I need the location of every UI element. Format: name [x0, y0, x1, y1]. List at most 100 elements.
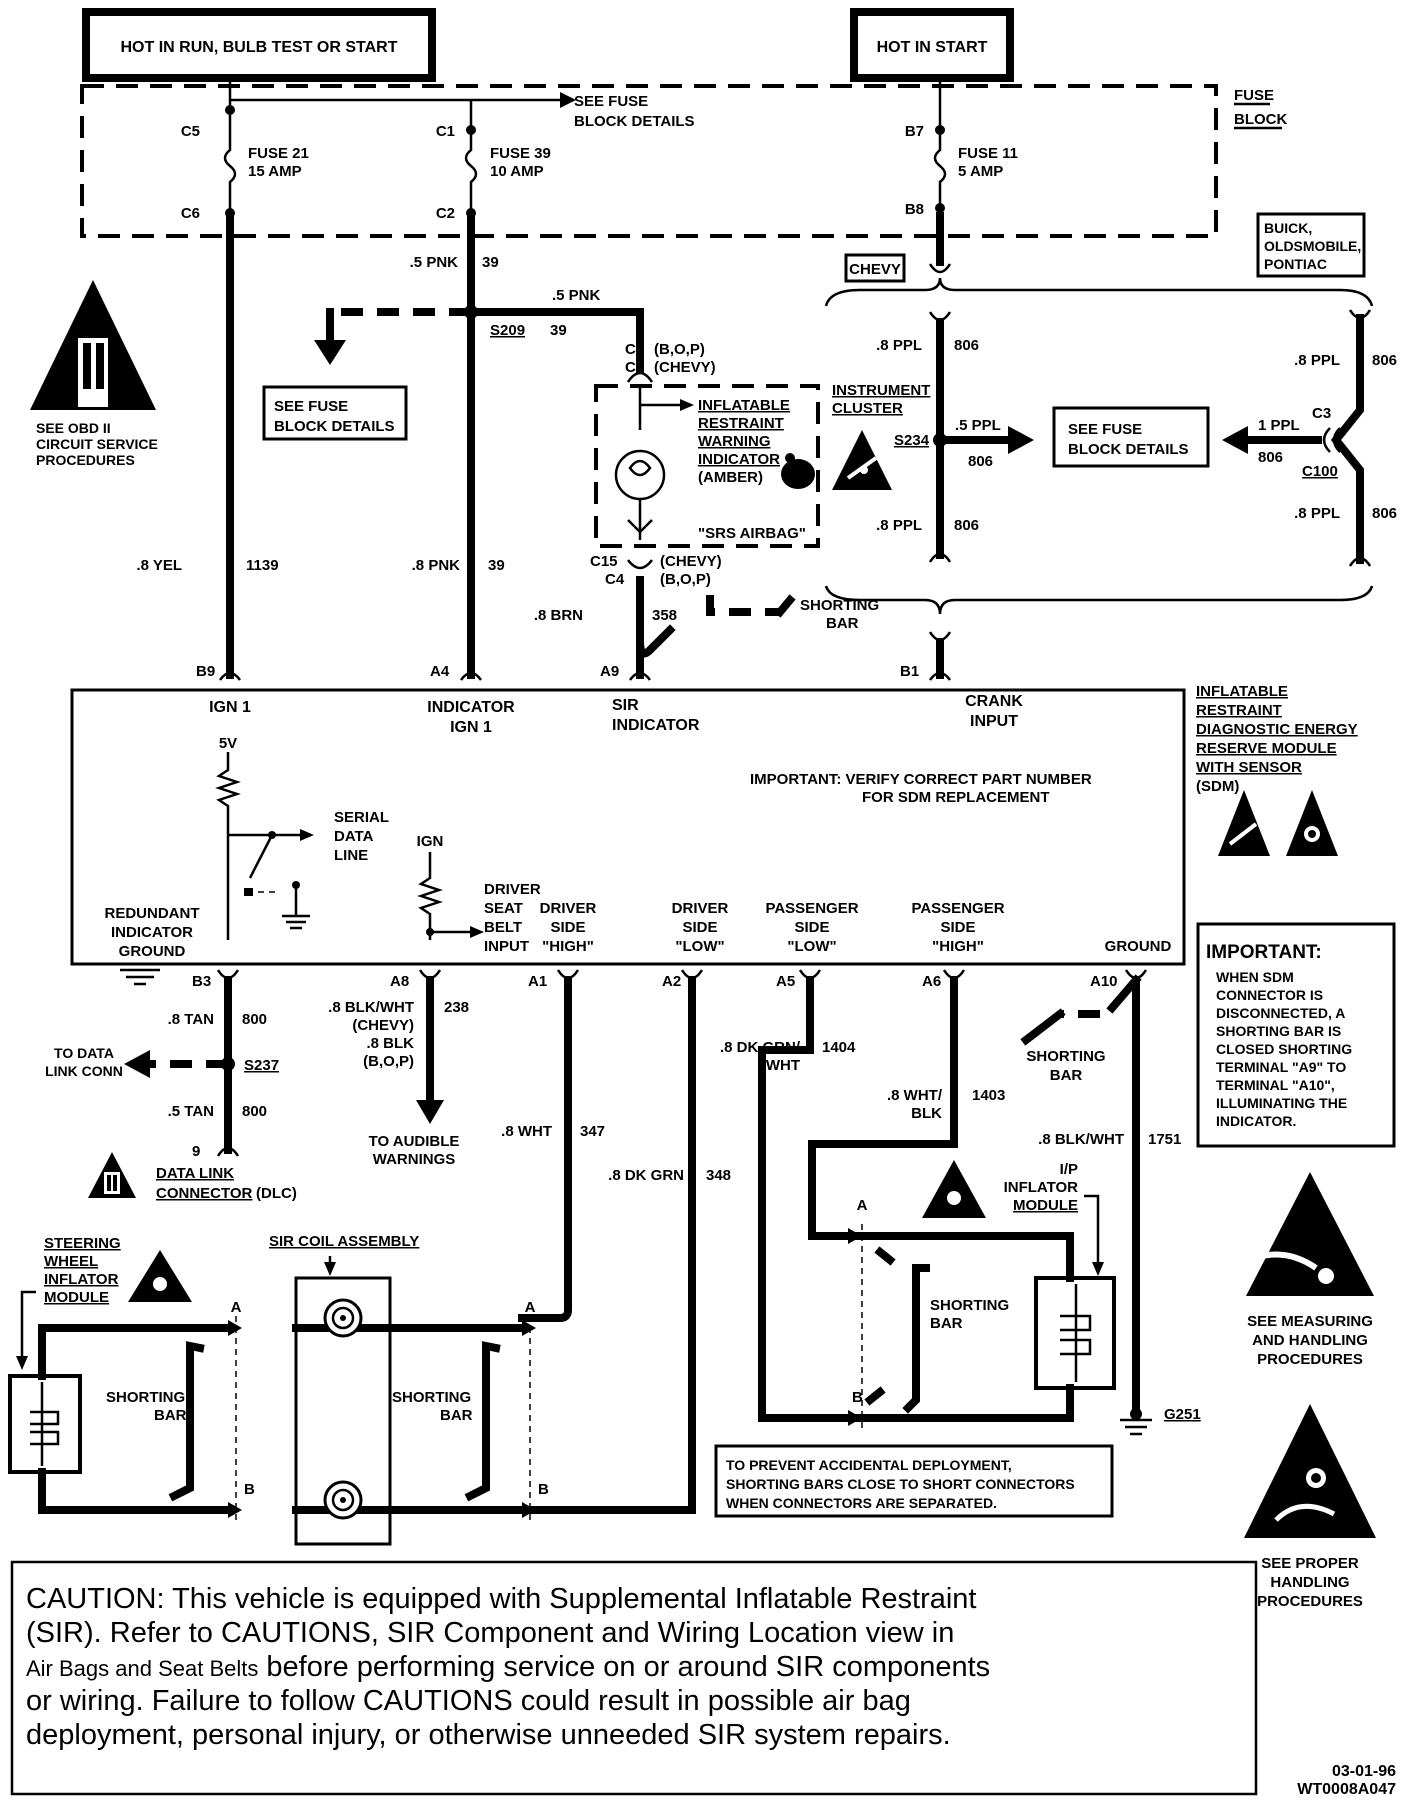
measure-2: AND HANDLING — [1252, 1332, 1368, 1349]
serial-data-2: DATA — [334, 828, 374, 845]
belt-1: DRIVER — [484, 881, 541, 898]
driver-low-1: DRIVER — [672, 900, 729, 917]
shorting-c-2: BAR — [930, 1315, 963, 1332]
pin-a4: A4 — [430, 663, 450, 680]
wire-tan2-label: .5 TAN — [168, 1103, 214, 1120]
bop-tag-2: OLDSMOBILE, — [1264, 238, 1361, 254]
splice-s237: S237 — [244, 1057, 279, 1074]
see-fuse-details-top-1: SEE FUSE — [574, 93, 648, 110]
steering-1: STEERING — [44, 1235, 121, 1252]
caution-line-3: Air Bags and Seat Belts before performin… — [26, 1651, 990, 1683]
sdm-indicator-ign1-1: INDICATOR — [427, 699, 515, 716]
sdm-shorting-1: SHORTING — [1026, 1048, 1105, 1065]
caution-line-4: or wiring. Failure to follow CAUTIONS co… — [26, 1685, 911, 1717]
sdm-name-3: DIAGNOSTIC ENERGY — [1196, 721, 1358, 738]
wire-1751-label: 1751 — [1148, 1131, 1181, 1148]
fuse-11-symbol — [933, 134, 947, 206]
wire-blk-label: .8 BLK — [366, 1035, 414, 1052]
pin-a1: A1 — [528, 973, 547, 990]
wire-5pnk-a-label: .5 PNK — [410, 254, 459, 271]
pin-a8: A8 — [390, 973, 409, 990]
see-fuse-left-2: BLOCK DETAILS — [274, 418, 395, 435]
pass-high-3: "HIGH" — [932, 938, 984, 955]
prevent-3: WHEN CONNECTORS ARE SEPARATED. — [726, 1495, 997, 1511]
fuse-21-amp: 15 AMP — [248, 163, 302, 180]
serial-data-3: LINE — [334, 847, 368, 864]
sdm-crank-1: CRANK — [965, 693, 1023, 710]
sir-coil-label: SIR COIL ASSEMBLY — [269, 1233, 419, 1250]
chevy-tag — [844, 253, 906, 283]
footer-code: WT0008A047 — [1297, 1781, 1396, 1798]
shorting-c-1: SHORTING — [930, 1297, 1009, 1314]
option-bracket-bottom — [824, 585, 1374, 615]
indicator-label-3: WARNING — [698, 433, 771, 450]
wire-ppl5-label: 1 PPL — [1258, 417, 1300, 434]
chevy-tag-label: CHEVY — [849, 261, 901, 278]
cluster-c1: C1 — [625, 359, 644, 376]
pin-b3: B3 — [192, 973, 211, 990]
instrument-cluster-2: CLUSTER — [832, 400, 903, 417]
sdm-name-2: RESTRAINT — [1196, 702, 1282, 719]
cluster-c4-note: (B,O,P) — [660, 571, 711, 588]
sdm-crank-2: INPUT — [970, 713, 1018, 730]
important-l3: DISCONNECTED, A — [1216, 1005, 1345, 1021]
wire-347-label: 347 — [580, 1123, 605, 1140]
pullup-resistor — [215, 752, 241, 940]
sdm-esd-icon-1 — [1218, 790, 1270, 856]
hot-in-run-label: HOT IN RUN, BULB TEST OR START — [120, 39, 397, 56]
sdm-indicator-ign1-2: IGN 1 — [450, 719, 492, 736]
obd-label-2: CIRCUIT SERVICE — [36, 436, 158, 452]
steering-3: INFLATOR — [44, 1271, 119, 1288]
wire-whtblk-label-1: .8 WHT/ — [887, 1087, 943, 1104]
shorting-a-1: SHORTING — [106, 1389, 185, 1406]
footer-date: 03-01-96 — [1332, 1763, 1396, 1780]
handle-1: SEE PROPER — [1261, 1555, 1359, 1572]
fuse-39-amp: 10 AMP — [490, 163, 544, 180]
wire-ppl2-label: .5 PPL — [955, 417, 1001, 434]
wire-8yel-label: .8 YEL — [136, 557, 182, 574]
wire-ppl6n-label: 806 — [1372, 505, 1397, 522]
fuse-21-name: FUSE 21 — [248, 145, 309, 162]
shorting-b-2: BAR — [440, 1407, 473, 1424]
steering-caution-icon — [128, 1250, 192, 1302]
fuse-21-symbol — [223, 114, 237, 212]
right-c3: C3 — [1312, 405, 1331, 422]
obd-ii-triangle-icon — [30, 280, 156, 410]
indicator-boundary — [594, 384, 820, 548]
prevent-note-box — [714, 1444, 1114, 1518]
belt-resistor — [417, 852, 443, 940]
connector-c100: C100 — [1302, 463, 1338, 480]
c6-label: C6 — [181, 205, 200, 222]
wire-ppl6-label: .8 PPL — [1294, 505, 1340, 522]
belt-2: SEAT — [484, 900, 523, 917]
wire-blkwht-note: (CHEVY) — [352, 1017, 414, 1034]
sdm-5v: 5V — [219, 735, 237, 752]
splice-s234: S234 — [894, 432, 930, 449]
wire-348 — [518, 976, 696, 1514]
sdm-name-4: RESERVE MODULE — [1196, 740, 1337, 757]
cluster-c15: C15 — [590, 553, 618, 570]
sdm-esd-icon-2 — [1286, 790, 1338, 856]
wire-8brn-label: .8 BRN — [534, 607, 583, 624]
sdm-ign: IGN — [417, 833, 444, 850]
cluster-c3: C3 — [625, 341, 644, 358]
see-fuse-right-1: SEE FUSE — [1068, 421, 1142, 438]
belt-4: INPUT — [484, 938, 529, 955]
redundant-3: GROUND — [119, 943, 186, 960]
wire-347 — [518, 976, 572, 1322]
hot-in-start-label: HOT IN START — [877, 39, 988, 56]
wire-blkwht1751-label: .8 BLK/WHT — [1038, 1131, 1124, 1148]
pin-a2: A2 — [662, 973, 681, 990]
wire-ppl1n-label: 806 — [954, 337, 979, 354]
obd-label-1: SEE OBD II — [36, 420, 111, 436]
pass-low-1: PASSENGER — [765, 900, 858, 917]
wire-39-a-label: 39 — [482, 254, 499, 271]
pass-high-1: PASSENGER — [911, 900, 1004, 917]
pin-a6: A6 — [922, 973, 941, 990]
wire-1403 — [808, 976, 958, 1240]
cluster-c3-note: (B,O,P) — [654, 341, 705, 358]
shorting-a-2: BAR — [154, 1407, 187, 1424]
bop-tag — [1256, 212, 1366, 278]
caution-line-3a: Air Bags and Seat Belts — [26, 1656, 258, 1681]
to-data-1: TO DATA — [54, 1045, 114, 1061]
